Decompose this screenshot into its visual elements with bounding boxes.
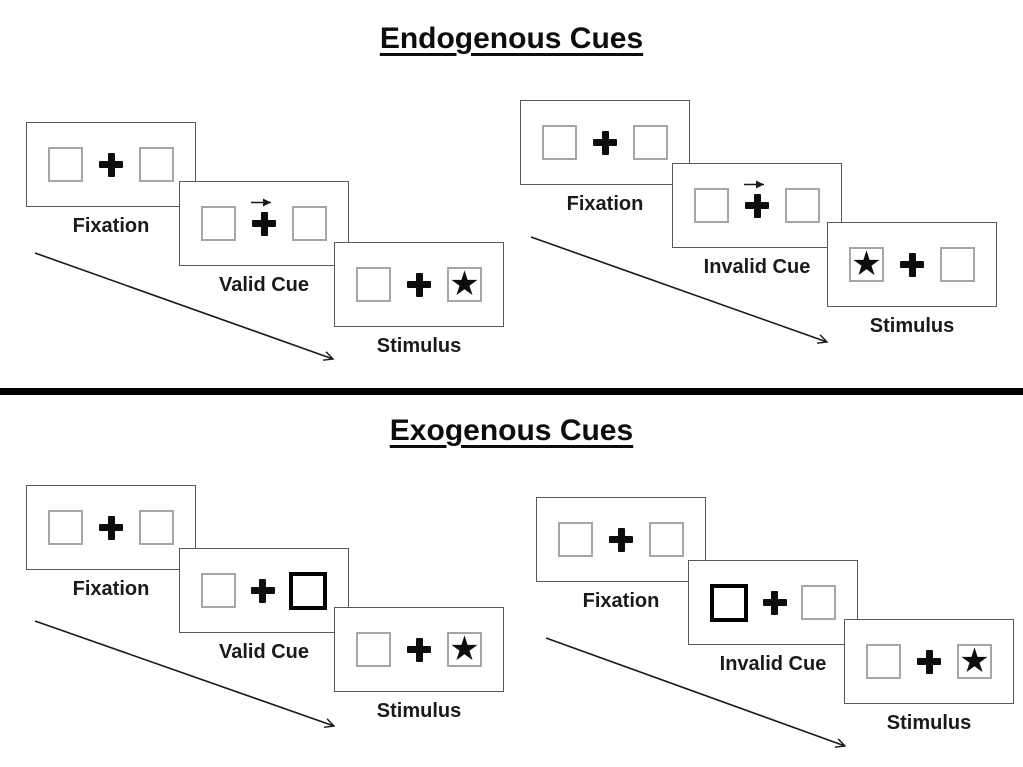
left-placeholder-box [48,510,83,545]
plus-icon [745,193,769,218]
fixation-point [99,152,123,177]
panel-label: Stimulus [376,700,462,722]
invalid-cue-panel: Invalid Cue [672,163,842,278]
plus-icon [252,211,276,236]
right-placeholder-box [139,147,174,182]
fixation-panel: Fixation [26,122,196,237]
left-placeholder-box [48,147,83,182]
panel-label: Valid Cue [218,641,310,663]
star-icon: ★ [449,264,480,303]
panel-label: Stimulus [869,315,955,337]
right-placeholder-box [785,188,820,223]
valid-cue-panel: Valid Cue [179,548,349,663]
timeline-arrow-icon [545,637,854,753]
right-target-box: ★ [447,267,482,302]
right-target-box: ★ [447,632,482,667]
timeline-arrow-icon [34,620,343,734]
plus-icon [407,637,431,662]
plus-icon [99,152,123,177]
stimulus-panel: ★ Stimulus [334,242,504,357]
panel-label: Valid Cue [218,274,310,296]
left-highlighted-cue-box [710,583,748,622]
panel-label: Stimulus [376,335,462,357]
fixation-panel: Fixation [26,485,196,600]
section-title-text: Endogenous Cues [379,22,644,55]
right-placeholder-box [940,247,975,282]
left-placeholder-box [694,188,729,223]
right-placeholder-box [801,585,836,620]
left-placeholder-box [558,522,593,557]
right-placeholder-box [139,510,174,545]
timeline-arrow-icon [34,252,343,366]
plus-icon [900,252,924,277]
valid-cue-panel: Valid Cue [179,181,349,296]
cue-arrow-icon [744,180,764,188]
fixation-panel: Fixation [520,100,690,215]
fixation-point [762,590,787,615]
left-placeholder-box [201,206,236,241]
plus-icon [99,515,123,540]
fixation-point [407,637,431,662]
fixation-point [744,180,769,218]
stimulus-panel: ★ Stimulus [844,619,1014,734]
panel-label: Invalid Cue [719,653,827,675]
fixation-point [99,515,123,540]
fixation-point [251,198,276,236]
left-placeholder-box [356,267,391,302]
section-title-text: Exogenous Cues [389,414,634,447]
right-placeholder-box [633,125,668,160]
panel-label: Fixation [566,193,644,215]
cue-arrow-icon [251,198,271,206]
panel-label: Fixation [72,578,150,600]
left-placeholder-box [542,125,577,160]
fixation-point [609,527,633,552]
section-title-endogenous: Endogenous Cues [0,22,1023,56]
plus-icon [593,130,617,155]
panel-label: Fixation [72,215,150,237]
stimulus-panel: ★ Stimulus [827,222,997,337]
right-placeholder-box [649,522,684,557]
left-placeholder-box [201,573,236,608]
fixation-point [250,578,275,603]
timeline-arrow-icon [530,236,836,350]
section-title-exogenous: Exogenous Cues [0,414,1023,448]
star-icon: ★ [959,641,990,680]
left-placeholder-box [356,632,391,667]
fixation-point [407,272,431,297]
plus-icon [250,578,275,603]
star-icon: ★ [449,629,480,668]
right-target-box: ★ [957,644,992,679]
plus-icon [917,649,941,674]
fixation-panel: Fixation [536,497,706,612]
left-placeholder-box [866,644,901,679]
fixation-point [917,649,941,674]
left-target-box: ★ [849,247,884,282]
right-placeholder-box [292,206,327,241]
star-icon: ★ [851,244,882,283]
invalid-cue-panel: Invalid Cue [688,560,858,675]
plus-icon [407,272,431,297]
plus-icon [762,590,787,615]
panel-label: Stimulus [886,712,972,734]
panel-label: Invalid Cue [703,256,811,278]
fixation-point [593,130,617,155]
fixation-point [900,252,924,277]
right-highlighted-cue-box [289,571,327,610]
section-divider [0,388,1023,395]
panel-label: Fixation [582,590,660,612]
plus-icon [609,527,633,552]
stimulus-panel: ★ Stimulus [334,607,504,722]
